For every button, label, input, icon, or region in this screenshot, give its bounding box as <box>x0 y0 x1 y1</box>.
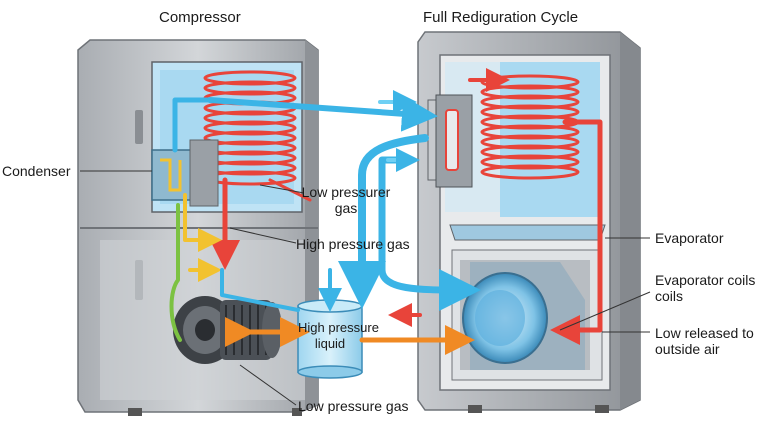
condenser-unit <box>151 139 219 207</box>
evaporator-coils-line1: Evaporator coils <box>655 272 756 288</box>
evaporator-coils-label: Evaporator coils coils <box>655 272 755 304</box>
flow-lines <box>169 68 603 355</box>
low-pressure-gas-top-line2: gas <box>334 200 358 216</box>
low-pressure-gas-top-label: Low pressurer gas <box>296 184 396 216</box>
evaporator-fan <box>462 262 585 370</box>
high-pressure-liquid-label: High pressure liquid <box>298 320 379 352</box>
leader-lines <box>80 170 651 406</box>
high-pressure-liquid-line2: liquid <box>314 336 346 351</box>
high-pressure-gas-label: High pressure gas <box>296 236 410 252</box>
low-pressure-gas-bottom-label: Low pressure gas <box>298 398 409 414</box>
low-pressure-gas-top-line1: Low pressurer <box>301 184 391 200</box>
high-pressure-liquid-line1: High pressure <box>298 320 379 335</box>
low-released-label: Low released to outside air <box>655 325 754 357</box>
evaporator-label: Evaporator <box>655 230 724 246</box>
low-released-line2: outside air <box>655 341 720 357</box>
evaporator-coils-line2: coils <box>655 288 684 304</box>
condenser-label: Condenser <box>2 163 71 179</box>
cycle-title: Full Rediguration Cycle <box>423 9 579 26</box>
low-released-line1: Low released to <box>655 325 754 341</box>
compressor-title: Compressor <box>159 9 241 26</box>
evaporator-coil <box>480 74 580 180</box>
